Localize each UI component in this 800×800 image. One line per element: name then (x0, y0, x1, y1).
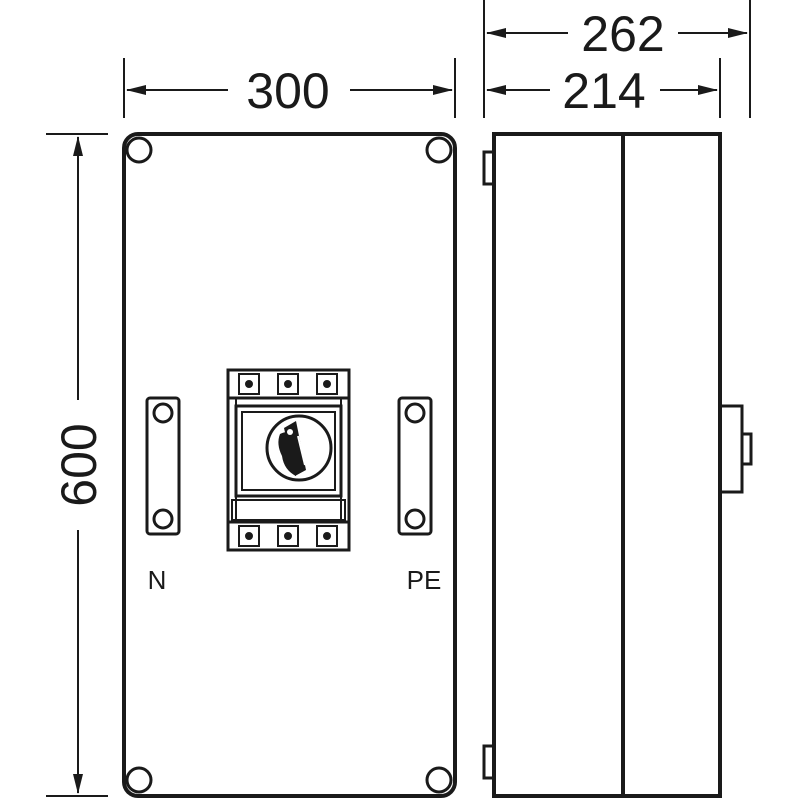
neutral-terminal-bar (145, 396, 181, 536)
front-view (122, 132, 457, 798)
bottom-terminal-strip (226, 520, 351, 552)
top-terminal-screws (238, 373, 338, 395)
top-terminal-strip (226, 368, 351, 400)
height-dimension (46, 133, 108, 797)
hinge-bottom (482, 744, 496, 780)
switch-handle-profile (718, 404, 753, 494)
body-depth-dimension (486, 58, 721, 118)
corner-screw-top-left (125, 136, 153, 164)
hinge-top (482, 150, 496, 186)
front-width-dimension (123, 58, 456, 118)
total-depth-dimension (483, 0, 751, 118)
enclosure-side-outline (492, 132, 722, 798)
corner-screw-bottom-right (425, 766, 453, 794)
height-value: 600 (51, 423, 107, 506)
total-depth-value: 262 (581, 6, 664, 62)
corner-screw-bottom-left (125, 766, 153, 794)
side-view (482, 132, 753, 798)
corner-screw-top-right (425, 136, 453, 164)
bottom-terminal-screws (238, 525, 338, 547)
main-isolator-switch (226, 368, 351, 552)
enclosure-front-outline (122, 132, 457, 798)
pe-terminal-bar (397, 396, 433, 536)
pe-label: PE (407, 565, 442, 595)
neutral-label: N (148, 565, 167, 595)
rotary-handle (265, 414, 333, 482)
front-width-value: 300 (246, 63, 329, 119)
body-depth-value: 214 (562, 63, 645, 119)
